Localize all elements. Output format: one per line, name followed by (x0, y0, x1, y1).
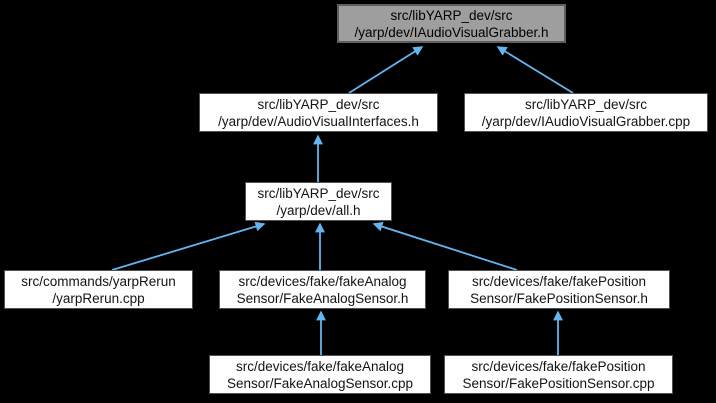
edge-fakepositionsensor-h-to-allh (372, 221, 518, 271)
node-fakeanalogsensor-cpp[interactable]: src/devices/fake/fakeAnalog Sensor/FakeA… (209, 355, 431, 394)
node-fakepositionsensor-h[interactable]: src/devices/fake/fakePosition Sensor/Fak… (448, 270, 670, 309)
node-all-h[interactable]: src/libYARP_dev/src /yarp/dev/all.h (245, 182, 392, 221)
edge-audiovisualinterfaces-to-iaudiovisualgrabber (348, 46, 424, 94)
node-yarprerun-cpp[interactable]: src/commands/yarpRerun /yarpRerun.cpp (4, 270, 193, 309)
edge-iaudiovisualgrabber-cpp-to-iaudiovisualgrabber (496, 46, 574, 94)
node-iaudiovisualgrabber-h[interactable]: src/libYARP_dev/src /yarp/dev/IAudioVisu… (337, 4, 566, 43)
node-fakepositionsensor-cpp[interactable]: src/devices/fake/fakePosition Sensor/Fak… (444, 355, 673, 394)
node-audiovisualinterfaces-h[interactable]: src/libYARP_dev/src /yarp/dev/AudioVisua… (199, 93, 438, 132)
node-fakeanalogsensor-h[interactable]: src/devices/fake/fakeAnalog Sensor/FakeA… (219, 270, 426, 309)
edge-yarprerun-to-allh (111, 221, 266, 271)
node-iaudiovisualgrabber-cpp[interactable]: src/libYARP_dev/src /yarp/dev/IAudioVisu… (464, 93, 708, 132)
